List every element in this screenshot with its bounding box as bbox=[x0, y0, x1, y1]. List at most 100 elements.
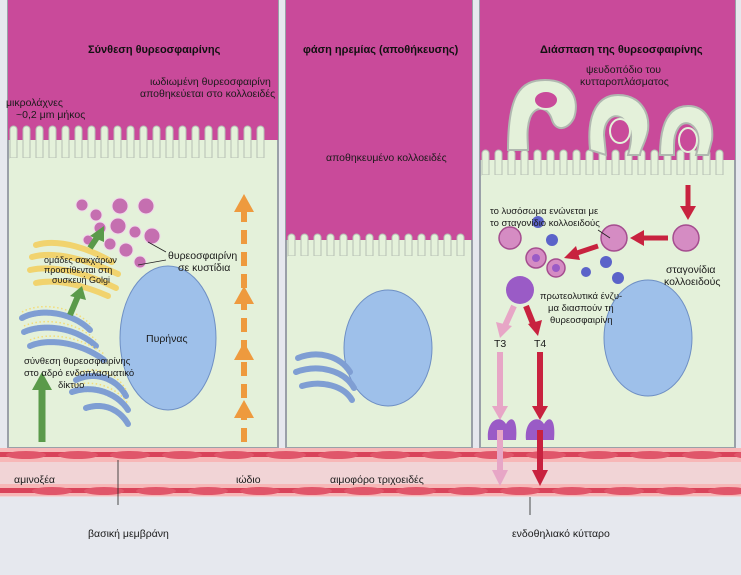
lysosome-shape bbox=[506, 276, 534, 304]
microvillus bbox=[365, 233, 374, 257]
microvillus bbox=[404, 233, 413, 257]
red-blood-cell-shape bbox=[266, 451, 306, 459]
red-blood-cell-shape bbox=[656, 487, 696, 495]
nucleus-breakdown bbox=[603, 279, 693, 397]
label-enzymes-1: πρωτεολυτικά ένζυ- bbox=[540, 291, 623, 302]
microvillus bbox=[35, 125, 44, 159]
label-sugar-2: προστίθενται στη bbox=[44, 265, 113, 275]
microvillus bbox=[572, 149, 581, 176]
microvillus bbox=[139, 125, 148, 159]
label-basement-membrane: βασική μεμβράνη bbox=[88, 528, 169, 540]
microvillus bbox=[48, 125, 57, 159]
nucleus-synthesis bbox=[119, 265, 217, 411]
label-vesicles-2: σε κυστίδια bbox=[178, 262, 231, 274]
microvillus bbox=[300, 233, 309, 257]
microvillus bbox=[378, 233, 387, 257]
label-endothelial-cell: ενδοθηλιακό κύτταρο bbox=[512, 528, 610, 540]
vesicle-shape bbox=[128, 225, 142, 239]
label-iodine: ιώδιο bbox=[236, 474, 261, 486]
red-blood-cell-shape bbox=[6, 451, 46, 459]
label-t3: T3 bbox=[494, 338, 507, 350]
colloid-droplets-breakdown bbox=[498, 216, 700, 304]
red-blood-cell-shape bbox=[734, 451, 741, 459]
microvillus bbox=[100, 125, 109, 159]
red-blood-cell-shape bbox=[682, 451, 722, 459]
rough-er-resting bbox=[293, 351, 357, 403]
lysosome-shape bbox=[581, 267, 591, 277]
red-blood-cell-shape bbox=[474, 451, 514, 459]
label-amino-acids: αμινοξέα bbox=[14, 474, 55, 486]
microvillus bbox=[9, 125, 18, 159]
red-blood-cell-shape bbox=[292, 487, 332, 495]
microvillus bbox=[191, 125, 200, 159]
vesicle-shape bbox=[137, 197, 155, 215]
microvillus bbox=[230, 125, 239, 159]
lysosome-shape bbox=[600, 256, 612, 268]
rough-er bbox=[19, 309, 131, 427]
microvillus bbox=[417, 233, 426, 257]
colloid-droplet-shape bbox=[672, 224, 700, 252]
red-blood-cell-shape bbox=[422, 451, 462, 459]
microvillus bbox=[352, 233, 361, 257]
label-capillary: αιμοφόρο τριχοειδές bbox=[330, 474, 424, 486]
microvillus bbox=[313, 233, 322, 257]
label-droplets-2: κολλοειδούς bbox=[664, 276, 721, 288]
label-enzymes-3: θυρεοσφαιρίνη bbox=[550, 315, 613, 326]
microvillus bbox=[152, 125, 161, 159]
vesicle-shape bbox=[143, 227, 161, 245]
panel-title-resting: φάση ηρεμίας (αποθήκευσης) bbox=[303, 44, 459, 56]
microvillus bbox=[87, 125, 96, 159]
lysosome-shape bbox=[552, 264, 560, 272]
microvillus bbox=[61, 125, 70, 159]
lysosome-shape bbox=[532, 254, 540, 262]
colloid-droplet-shape bbox=[498, 226, 522, 250]
lysosome-shape bbox=[546, 234, 558, 246]
nucleus-resting bbox=[343, 289, 433, 407]
red-blood-cell-shape bbox=[136, 487, 176, 495]
leader-lines bbox=[117, 229, 611, 515]
label-sugar-3: συσκευή Golgi bbox=[52, 275, 110, 285]
vesicle-shape bbox=[75, 198, 89, 212]
label-microvilli: μικρολάχνες bbox=[6, 97, 63, 109]
microvillus bbox=[650, 149, 659, 176]
label-droplets-1: σταγονίδια bbox=[666, 264, 716, 276]
lysosome-shape bbox=[532, 216, 544, 228]
label-microvilli-length: ~0,2 μm μήκος bbox=[16, 109, 86, 121]
red-blood-cells bbox=[6, 451, 741, 495]
vesicle-shape bbox=[118, 242, 134, 258]
red-blood-cell-shape bbox=[552, 487, 592, 495]
label-synthesis-3: δίκτυο bbox=[58, 380, 85, 391]
label-sugar-1: ομάδες σακχάρων bbox=[44, 255, 117, 265]
microvillus bbox=[494, 149, 503, 176]
red-blood-cell-shape bbox=[84, 487, 124, 495]
red-blood-cell-shape bbox=[708, 487, 741, 495]
label-synthesis-2: στο αδρό ενδοπλασματικό bbox=[24, 368, 135, 379]
er-ribosomes bbox=[21, 305, 129, 405]
microvillus bbox=[546, 149, 555, 176]
microvillus bbox=[520, 149, 529, 176]
microvillus bbox=[533, 149, 542, 176]
microvillus bbox=[339, 233, 348, 257]
microvillus bbox=[204, 125, 213, 159]
red-blood-cell-shape bbox=[370, 451, 410, 459]
red-blood-cell-shape bbox=[214, 451, 254, 459]
microvillus bbox=[507, 149, 516, 176]
vesicle-shape bbox=[103, 237, 117, 251]
lysosome-shape bbox=[612, 272, 624, 284]
microvillus bbox=[22, 125, 31, 159]
red-blood-cell-shape bbox=[32, 487, 72, 495]
microvillus bbox=[178, 125, 187, 159]
cell-panel-synthesis bbox=[7, 0, 279, 449]
label-vesicles-1: θυρεοσφαιρίνη bbox=[168, 250, 238, 262]
arrows bbox=[32, 185, 696, 486]
red-blood-cell-shape bbox=[526, 451, 566, 459]
red-blood-cell-shape bbox=[110, 451, 150, 459]
label-nucleus: Πυρήνας bbox=[146, 333, 188, 345]
panel-title-synthesis: Σύνθεση θυρεοσφαιρίνης bbox=[88, 44, 221, 56]
golgi-apparatus bbox=[27, 239, 121, 299]
vesicle-shape bbox=[109, 217, 127, 235]
label-iodinated-2: αποθηκεύεται στο κολλοειδές bbox=[140, 88, 276, 100]
microvillus bbox=[217, 125, 226, 159]
red-blood-cell-shape bbox=[630, 451, 670, 459]
